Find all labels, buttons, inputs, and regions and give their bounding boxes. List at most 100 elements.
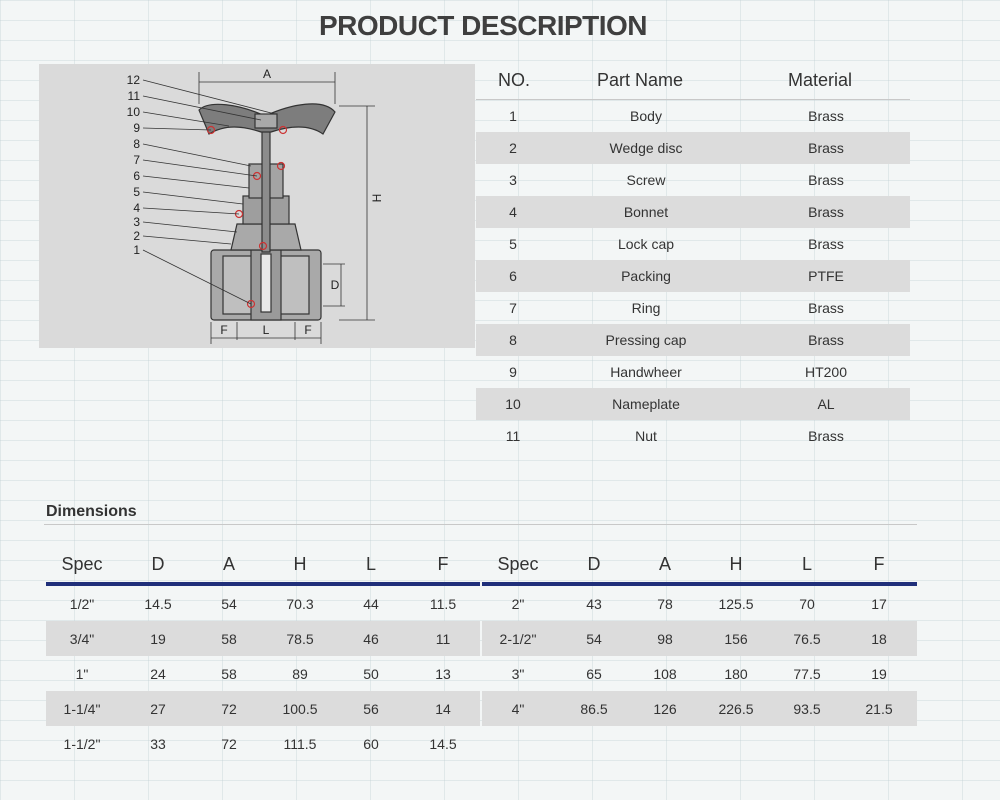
dimension-header-cell: A — [658, 554, 672, 574]
part-number: 10 — [505, 396, 521, 412]
part-name: Handwheer — [610, 364, 682, 380]
dimension-value: 70 — [799, 596, 815, 612]
part-material: Brass — [808, 172, 844, 188]
dimension-value: 27 — [150, 701, 166, 717]
dimension-value: 72 — [221, 736, 237, 752]
dimension-value: 54 — [221, 596, 237, 612]
callout-9: 9 — [133, 121, 140, 135]
dimension-value: 33 — [150, 736, 166, 752]
header-material: Material — [788, 70, 853, 90]
dimension-value: 14 — [435, 701, 451, 717]
part-number: 8 — [509, 332, 517, 348]
dim-a-label: A — [263, 67, 271, 81]
callout-7: 7 — [133, 153, 140, 167]
dimension-spec: 1-1/4" — [63, 701, 101, 717]
dimension-value: 17 — [871, 596, 887, 612]
part-material: Brass — [808, 236, 844, 252]
dim-d-label: D — [331, 278, 340, 292]
part-name: Packing — [621, 268, 671, 284]
dimension-value: 19 — [871, 666, 887, 682]
valve-diagram: 12 11 10 9 8 7 6 5 4 3 2 1 A H D F L F — [39, 64, 475, 348]
dimension-value: 126 — [653, 701, 677, 717]
part-material: Brass — [808, 140, 844, 156]
dimension-header-cell: L — [365, 554, 377, 574]
dimension-value: 18 — [871, 631, 887, 647]
part-number: 3 — [509, 172, 517, 188]
dimension-row: 3" 65 108 180 77.5 19 — [482, 656, 917, 691]
part-name: Wedge disc — [609, 140, 683, 156]
dimension-value: 77.5 — [793, 666, 821, 682]
dimension-value: 46 — [363, 631, 379, 647]
dimension-header-cell: A — [222, 554, 236, 574]
dim-l-label: L — [263, 323, 270, 337]
dimension-spec: 2-1/2" — [499, 631, 537, 647]
part-name: Bonnet — [623, 204, 669, 220]
header-part-name: Part Name — [597, 70, 684, 90]
dimension-header-cell: H — [293, 554, 307, 574]
dimension-value: 56 — [363, 701, 379, 717]
dimension-header-cell: Spec — [497, 554, 539, 574]
dimensions-label: Dimensions — [46, 503, 137, 520]
dimension-spec: 3/4" — [69, 631, 95, 647]
dimension-spec: 1/2" — [69, 596, 95, 612]
part-material: Brass — [808, 428, 844, 444]
dimension-value: 21.5 — [865, 701, 893, 717]
dimension-value: 50 — [363, 666, 379, 682]
part-name: Nut — [635, 428, 657, 444]
dimension-value: 108 — [653, 666, 677, 682]
valve-drawing: 12 11 10 9 8 7 6 5 4 3 2 1 A H D F L F — [127, 67, 384, 344]
dimension-value: 19 — [150, 631, 166, 647]
dim-f-label-right: F — [304, 323, 311, 337]
part-material: Brass — [808, 332, 844, 348]
part-name: Lock cap — [617, 236, 675, 252]
part-name: Ring — [631, 300, 661, 316]
part-number: 2 — [509, 140, 517, 156]
page-title: PRODUCT DESCRIPTION — [318, 10, 648, 41]
dimensions-divider — [44, 524, 917, 525]
part-number: 9 — [509, 364, 517, 380]
callout-4: 4 — [133, 201, 140, 215]
dimension-value: 58 — [221, 631, 237, 647]
part-material: PTFE — [808, 268, 844, 284]
dimension-spec: 2" — [511, 596, 525, 612]
dimension-value: 93.5 — [793, 701, 821, 717]
dimension-value: 60 — [363, 736, 379, 752]
dimension-spec: 3" — [511, 666, 525, 682]
dimension-value: 14.5 — [429, 736, 457, 752]
part-number: 11 — [505, 428, 521, 444]
parts-row: 2 Wedge disc Brass — [476, 132, 910, 164]
part-number: 7 — [509, 300, 517, 316]
dimension-header-cell: D — [151, 554, 165, 574]
callout-8: 8 — [133, 137, 140, 151]
dim-f-label-left: F — [220, 323, 227, 337]
parts-table-header: NO. Part Name Material — [476, 64, 910, 100]
dimension-value: 24 — [150, 666, 166, 682]
callout-3: 3 — [133, 215, 140, 229]
dimension-value: 180 — [724, 666, 748, 682]
dimension-value: 125.5 — [718, 596, 754, 612]
dimension-value: 54 — [586, 631, 602, 647]
dimension-spec: 1" — [75, 666, 89, 682]
dimension-spec: 4" — [511, 701, 525, 717]
part-material: Brass — [808, 108, 844, 124]
dimension-header-cell: L — [801, 554, 813, 574]
callout-11: 11 — [128, 89, 141, 103]
dim-h-label: H — [370, 194, 384, 203]
dimension-value: 65 — [586, 666, 602, 682]
